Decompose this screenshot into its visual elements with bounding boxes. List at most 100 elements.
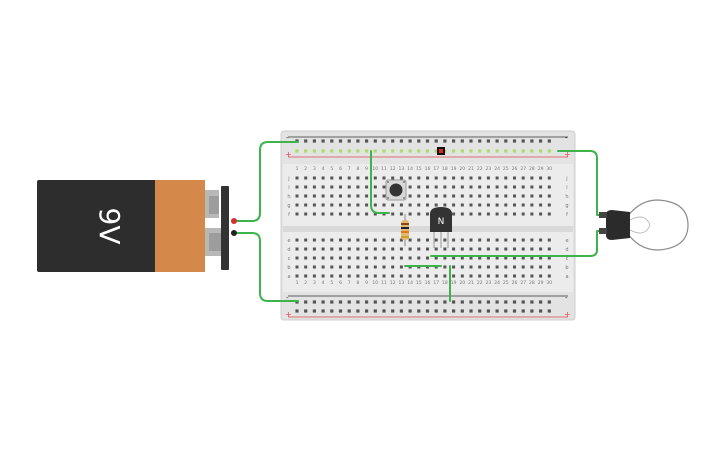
- terminal-hole[interactable]: [530, 238, 534, 242]
- terminal-hole[interactable]: [295, 265, 299, 269]
- terminal-hole[interactable]: [478, 256, 482, 260]
- terminal-hole[interactable]: [408, 238, 412, 242]
- rail-hole[interactable]: [434, 139, 438, 143]
- rail-hole[interactable]: [521, 149, 525, 153]
- rail-hole[interactable]: [443, 139, 447, 143]
- terminal-hole[interactable]: [426, 203, 429, 207]
- rail-hole[interactable]: [425, 149, 430, 153]
- terminal-hole[interactable]: [530, 247, 534, 251]
- rail-hole[interactable]: [417, 139, 421, 143]
- terminal-hole[interactable]: [391, 247, 395, 251]
- terminal-hole[interactable]: [373, 274, 377, 278]
- terminal-hole[interactable]: [547, 274, 551, 278]
- terminal-hole[interactable]: [443, 203, 447, 207]
- terminal-hole[interactable]: [382, 238, 386, 242]
- terminal-hole[interactable]: [417, 194, 421, 198]
- terminal-hole[interactable]: [365, 274, 369, 278]
- rail-hole[interactable]: [478, 300, 482, 304]
- terminal-hole[interactable]: [504, 247, 508, 251]
- terminal-hole[interactable]: [478, 203, 482, 207]
- terminal-hole[interactable]: [399, 265, 403, 269]
- terminal-hole[interactable]: [513, 185, 516, 189]
- terminal-hole[interactable]: [486, 274, 490, 278]
- terminal-hole[interactable]: [486, 247, 490, 251]
- terminal-hole[interactable]: [295, 238, 299, 242]
- rail-hole[interactable]: [504, 309, 508, 313]
- terminal-hole[interactable]: [547, 247, 551, 251]
- breadboard-holes[interactable]: [295, 139, 551, 313]
- terminal-hole[interactable]: [495, 247, 499, 251]
- rail-hole[interactable]: [391, 300, 395, 304]
- terminal-hole[interactable]: [460, 203, 464, 207]
- terminal-hole[interactable]: [426, 238, 429, 242]
- rail-hole[interactable]: [443, 309, 447, 313]
- terminal-hole[interactable]: [339, 185, 342, 189]
- terminal-hole[interactable]: [469, 185, 473, 189]
- terminal-hole[interactable]: [304, 185, 308, 189]
- terminal-hole[interactable]: [399, 256, 403, 260]
- terminal-hole[interactable]: [495, 274, 499, 278]
- terminal-hole[interactable]: [373, 247, 377, 251]
- terminal-hole[interactable]: [339, 256, 342, 260]
- rail-hole[interactable]: [373, 309, 377, 313]
- rail-hole[interactable]: [347, 309, 351, 313]
- terminal-hole[interactable]: [539, 194, 543, 198]
- resistor[interactable]: [401, 214, 409, 246]
- terminal-hole[interactable]: [356, 194, 360, 198]
- terminal-hole[interactable]: [399, 274, 403, 278]
- rail-hole[interactable]: [512, 309, 517, 313]
- terminal-hole[interactable]: [356, 274, 360, 278]
- wire-battery-negative[interactable]: [231, 232, 299, 302]
- terminal-hole[interactable]: [521, 185, 525, 189]
- rail-hole[interactable]: [530, 149, 534, 153]
- terminal-hole[interactable]: [312, 194, 316, 198]
- wires[interactable]: [231, 141, 609, 302]
- terminal-hole[interactable]: [356, 212, 360, 216]
- terminal-hole[interactable]: [365, 247, 369, 251]
- rail-hole[interactable]: [434, 309, 438, 313]
- terminal-hole[interactable]: [365, 238, 369, 242]
- terminal-hole[interactable]: [365, 194, 369, 198]
- terminal-hole[interactable]: [452, 247, 456, 251]
- rail-hole[interactable]: [495, 309, 499, 313]
- rail-hole[interactable]: [347, 139, 351, 143]
- terminal-hole[interactable]: [382, 265, 386, 269]
- terminal-hole[interactable]: [365, 265, 369, 269]
- terminal-hole[interactable]: [304, 176, 308, 180]
- terminal-hole[interactable]: [434, 203, 438, 207]
- rail-hole[interactable]: [391, 309, 395, 313]
- terminal-hole[interactable]: [373, 238, 377, 242]
- rail-hole[interactable]: [312, 309, 316, 313]
- rail-hole[interactable]: [330, 300, 334, 304]
- terminal-hole[interactable]: [469, 194, 473, 198]
- rail-hole[interactable]: [330, 149, 334, 153]
- terminal-hole[interactable]: [434, 185, 438, 189]
- terminal-hole[interactable]: [339, 238, 342, 242]
- rail-hole[interactable]: [347, 149, 351, 153]
- terminal-hole[interactable]: [339, 203, 342, 207]
- rail-hole[interactable]: [408, 139, 412, 143]
- terminal-hole[interactable]: [417, 256, 421, 260]
- terminal-hole[interactable]: [399, 176, 403, 180]
- rail-hole[interactable]: [521, 309, 525, 313]
- terminal-hole[interactable]: [347, 265, 351, 269]
- rail-hole[interactable]: [478, 149, 482, 153]
- rail-hole[interactable]: [356, 139, 360, 143]
- rail-hole[interactable]: [443, 300, 447, 304]
- terminal-hole[interactable]: [330, 176, 334, 180]
- terminal-hole[interactable]: [365, 212, 369, 216]
- pushbutton[interactable]: [385, 179, 407, 201]
- terminal-hole[interactable]: [513, 238, 516, 242]
- rail-hole[interactable]: [539, 309, 543, 313]
- rail-hole[interactable]: [312, 149, 316, 153]
- rail-hole[interactable]: [356, 149, 360, 153]
- rail-hole[interactable]: [321, 309, 325, 313]
- terminal-hole[interactable]: [339, 274, 342, 278]
- rail-hole[interactable]: [399, 300, 403, 304]
- terminal-hole[interactable]: [408, 247, 412, 251]
- terminal-hole[interactable]: [504, 238, 508, 242]
- rail-hole[interactable]: [304, 139, 308, 143]
- rail-hole[interactable]: [512, 149, 517, 153]
- terminal-hole[interactable]: [408, 185, 412, 189]
- terminal-hole[interactable]: [408, 212, 412, 216]
